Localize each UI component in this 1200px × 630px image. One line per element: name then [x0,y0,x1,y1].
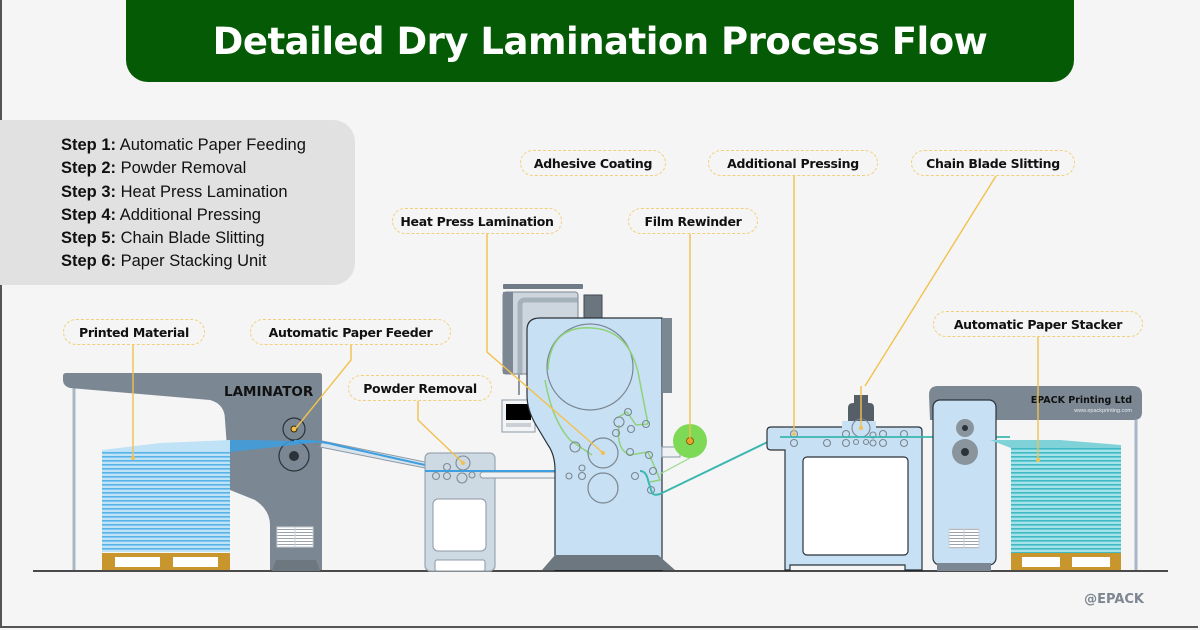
callout-heat-press-lamination: Heat Press Lamination [392,208,562,234]
step-text: Additional Pressing [119,205,261,224]
step-text: Powder Removal [120,159,247,178]
callout-label: Adhesive Coating [533,155,653,171]
heat-roller [587,437,619,469]
pressure-roller [587,472,619,504]
paper-stacker-machine: EPACK Printing Ltd www.epackprinting.com [929,386,1142,571]
powder-removal-machine [424,452,576,572]
callout-label: Automatic Paper Stacker [953,316,1123,332]
step-text: Automatic Paper Feeding [119,136,306,154]
step-text: Heat Press Lamination [120,182,288,201]
laminated-path [639,435,781,496]
paper-path [293,439,426,466]
watermark: @EPACK [1084,592,1144,607]
callout-film-rewinder: Film Rewinder [628,208,758,234]
slitting-machine [766,395,923,571]
laminated-stack [1011,447,1121,553]
step-label: Step 5: [61,229,117,248]
callout-label: Film Rewinder [644,213,742,229]
step-item: Step 3: Heat Press Lamination [61,181,355,204]
step-label: Step 3: [61,182,117,201]
step-label: Step 1: [61,136,117,154]
page-title: Detailed Dry Lamination Process Flow [212,19,988,63]
stacker-url: www.epackprinting.com [1073,408,1132,414]
laminator-body [63,373,322,570]
callout-adhesive-coating: Adhesive Coating [520,150,666,176]
callout-label: Printed Material [79,324,189,340]
callout-automatic-paper-feeder: Automatic Paper Feeder [250,319,451,345]
step-label: Step 2: [61,159,117,178]
callout-label: Powder Removal [363,380,477,396]
laminator-label: LAMINATOR [224,384,314,400]
callout-leaders [132,175,1039,463]
callout-dots [131,456,1040,462]
callout-label: Heat Press Lamination [400,213,554,229]
steps-panel: Step 1: Automatic Paper Feeding Step 2: … [0,120,355,285]
callout-chain-blade-slitting: Chain Blade Slitting [911,150,1075,176]
step-item: Step 5: Chain Blade Slitting [61,227,355,250]
callout-printed-material: Printed Material [63,319,205,345]
step-item: Step 1: Automatic Paper Feeding [61,134,355,157]
callout-label: Chain Blade Slitting [926,155,1060,171]
step-text: Chain Blade Slitting [120,229,265,248]
step-item: Step 4: Additional Pressing [61,204,355,227]
callout-additional-pressing: Additional Pressing [708,150,878,176]
stacker-brand: EPACK Printing Ltd [1031,395,1132,406]
callout-label: Additional Pressing [727,155,859,171]
title-banner: Detailed Dry Lamination Process Flow [126,0,1074,82]
heat-press-laminator [501,284,781,571]
step-label: Step 6: [61,252,117,271]
callout-powder-removal: Powder Removal [348,375,492,401]
callout-label: Automatic Paper Feeder [268,324,433,340]
laminator-feeder-machine: LAMINATOR [63,373,322,571]
step-item: Step 6: Paper Stacking Unit [61,250,355,273]
printed-material-stack [102,440,320,570]
callout-automatic-paper-stacker: Automatic Paper Stacker [933,311,1143,337]
step-label: Step 4: [61,205,117,224]
step-text: Paper Stacking Unit [120,252,267,271]
adhesive-drum [546,323,634,411]
step-item: Step 2: Powder Removal [61,157,355,180]
